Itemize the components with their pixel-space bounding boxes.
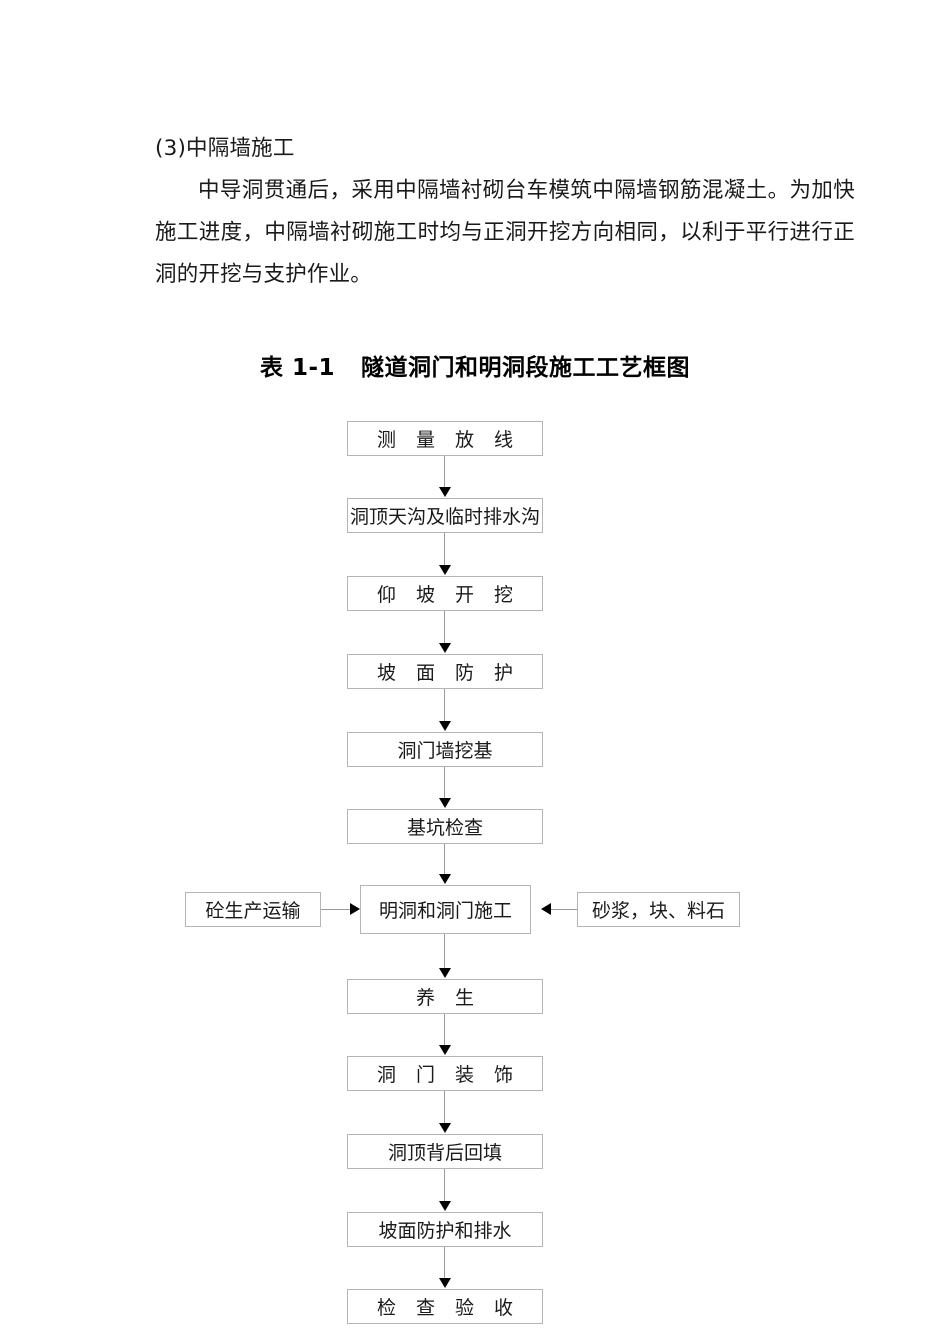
- flow-node-crown-ditch-drainage[interactable]: 洞顶天沟及临时排水沟: [347, 498, 543, 533]
- figure-title-label: 表 1-1: [259, 355, 336, 381]
- flow-node-inspection-acceptance[interactable]: 检 查 验 收: [347, 1289, 543, 1324]
- flow-node-portal-wall-foundation[interactable]: 洞门墙挖基: [347, 732, 543, 767]
- flow-node-portal-decoration[interactable]: 洞 门 装 饰: [347, 1056, 543, 1091]
- flow-node-measurement-setout[interactable]: 测 量 放 线: [347, 421, 543, 456]
- connector-arrow-11: [439, 1278, 451, 1288]
- section-paragraph: 中导洞贯通后，采用中隔墙衬砌台车模筑中隔墙钢筋混凝土。为加快施工进度，中隔墙衬砌…: [155, 178, 855, 287]
- flow-node-foundation-pit-inspection[interactable]: 基坑检查: [347, 809, 543, 844]
- flow-node-crown-backfill[interactable]: 洞顶背后回填: [347, 1134, 543, 1169]
- flow-node-slope-protection[interactable]: 坡 面 防 护: [347, 654, 543, 689]
- flow-node-mortar-block-stone[interactable]: 砂浆，块、料石: [577, 892, 740, 927]
- connector-line-8: [444, 1014, 445, 1045]
- connector-line-7: [444, 934, 445, 968]
- flow-node-open-cut-and-portal-construction[interactable]: 明洞和洞门施工: [360, 885, 531, 934]
- connector-arrow-6: [439, 874, 451, 884]
- connector-line-right-input: [551, 909, 577, 910]
- connector-arrow-left-input: [350, 903, 360, 915]
- connector-line-2: [444, 533, 445, 565]
- connector-arrow-3: [439, 643, 451, 653]
- flow-node-slope-protection-drainage[interactable]: 坡面防护和排水: [347, 1212, 543, 1247]
- section-heading: (3)中隔墙施工: [155, 136, 295, 161]
- document-body: (3)中隔墙施工 中导洞贯通后，采用中隔墙衬砌台车模筑中隔墙钢筋混凝土。为加快施…: [155, 128, 855, 296]
- flow-node-curing[interactable]: 养 生: [347, 979, 543, 1014]
- flow-node-concrete-production-transport[interactable]: 砼生产运输: [185, 892, 321, 927]
- figure-title: 表 1-1 隧道洞门和明洞段施工工艺框图: [0, 348, 950, 382]
- figure-title-text: 隧道洞门和明洞段施工工艺框图: [361, 355, 691, 381]
- connector-arrow-right-input: [541, 903, 551, 915]
- connector-line-9: [444, 1091, 445, 1123]
- connector-line-11: [444, 1247, 445, 1278]
- connector-line-1: [444, 456, 445, 488]
- connector-arrow-4: [439, 721, 451, 731]
- connector-line-6: [444, 844, 445, 874]
- connector-arrow-2: [439, 565, 451, 575]
- connector-line-3: [444, 611, 445, 643]
- connector-line-4: [444, 689, 445, 721]
- flow-node-slope-excavation[interactable]: 仰 坡 开 挖: [347, 576, 543, 611]
- connector-arrow-9: [439, 1123, 451, 1133]
- connector-arrow-10: [439, 1201, 451, 1211]
- connector-arrow-8: [439, 1045, 451, 1055]
- connector-arrow-1: [439, 487, 451, 497]
- connector-arrow-7: [439, 968, 451, 978]
- connector-line-5: [444, 767, 445, 798]
- connector-line-10: [444, 1169, 445, 1201]
- connector-arrow-5: [439, 798, 451, 808]
- connector-line-left-input: [321, 909, 350, 910]
